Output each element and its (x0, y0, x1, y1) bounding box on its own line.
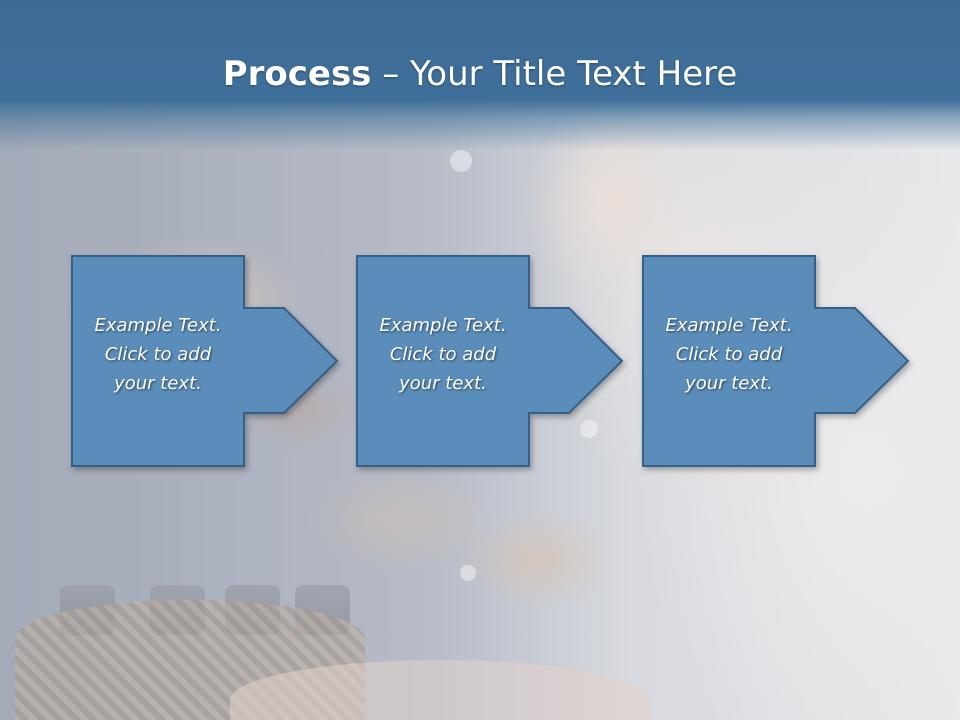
step-text: Example Text. Click to add your text. (379, 315, 507, 394)
process-step-2[interactable]: Example Text. Click to add your text. (356, 255, 697, 467)
arrow-box-shape (356, 255, 624, 467)
title-band (0, 0, 960, 150)
slide-title[interactable]: Process – Your Title Text Here (0, 52, 960, 96)
step-text: Example Text. Click to add your text. (94, 315, 222, 394)
process-step-3[interactable]: Example Text. Click to add your text. (642, 255, 960, 467)
step-reflection (643, 468, 960, 558)
arrow-box-shape (642, 255, 910, 467)
process-step-1[interactable]: Example Text. Click to add your text. (71, 255, 412, 467)
title-rest: – Your Title Text Here (371, 54, 738, 94)
title-bold: Process (222, 54, 372, 94)
step-text: Example Text. Click to add your text. (665, 315, 793, 394)
arrow-box-shape (71, 255, 339, 467)
